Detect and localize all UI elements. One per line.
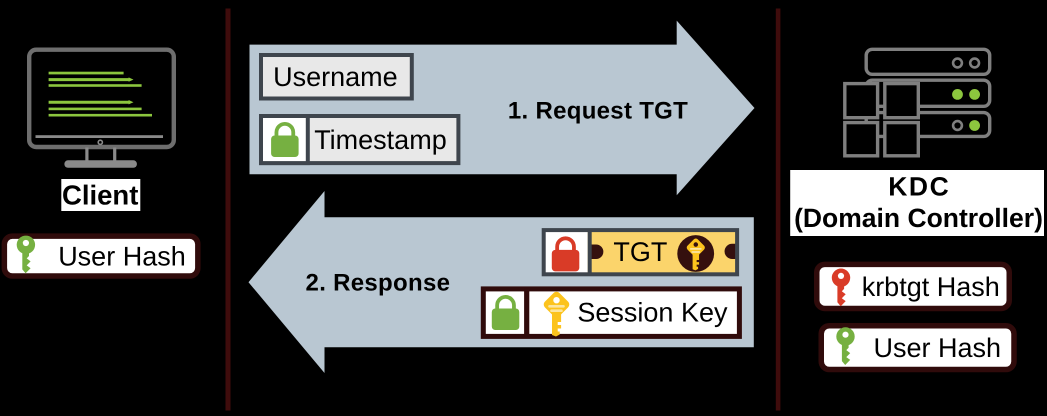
- svg-text:Client: Client: [62, 180, 138, 211]
- svg-text:TGT: TGT: [613, 237, 667, 267]
- svg-text:2. Response: 2. Response: [306, 269, 451, 296]
- svg-text:(Domain Controller): (Domain Controller): [794, 203, 1043, 233]
- svg-text:Timestamp: Timestamp: [314, 125, 447, 155]
- svg-text:Session Key: Session Key: [577, 297, 728, 327]
- svg-text:KDC: KDC: [888, 172, 950, 202]
- svg-text:Username: Username: [273, 62, 398, 92]
- svg-text:User Hash: User Hash: [874, 333, 1002, 363]
- svg-text:User Hash: User Hash: [58, 242, 186, 272]
- svg-text:krbtgt Hash: krbtgt Hash: [862, 272, 1000, 302]
- svg-text:1. Request TGT: 1. Request TGT: [508, 97, 688, 124]
